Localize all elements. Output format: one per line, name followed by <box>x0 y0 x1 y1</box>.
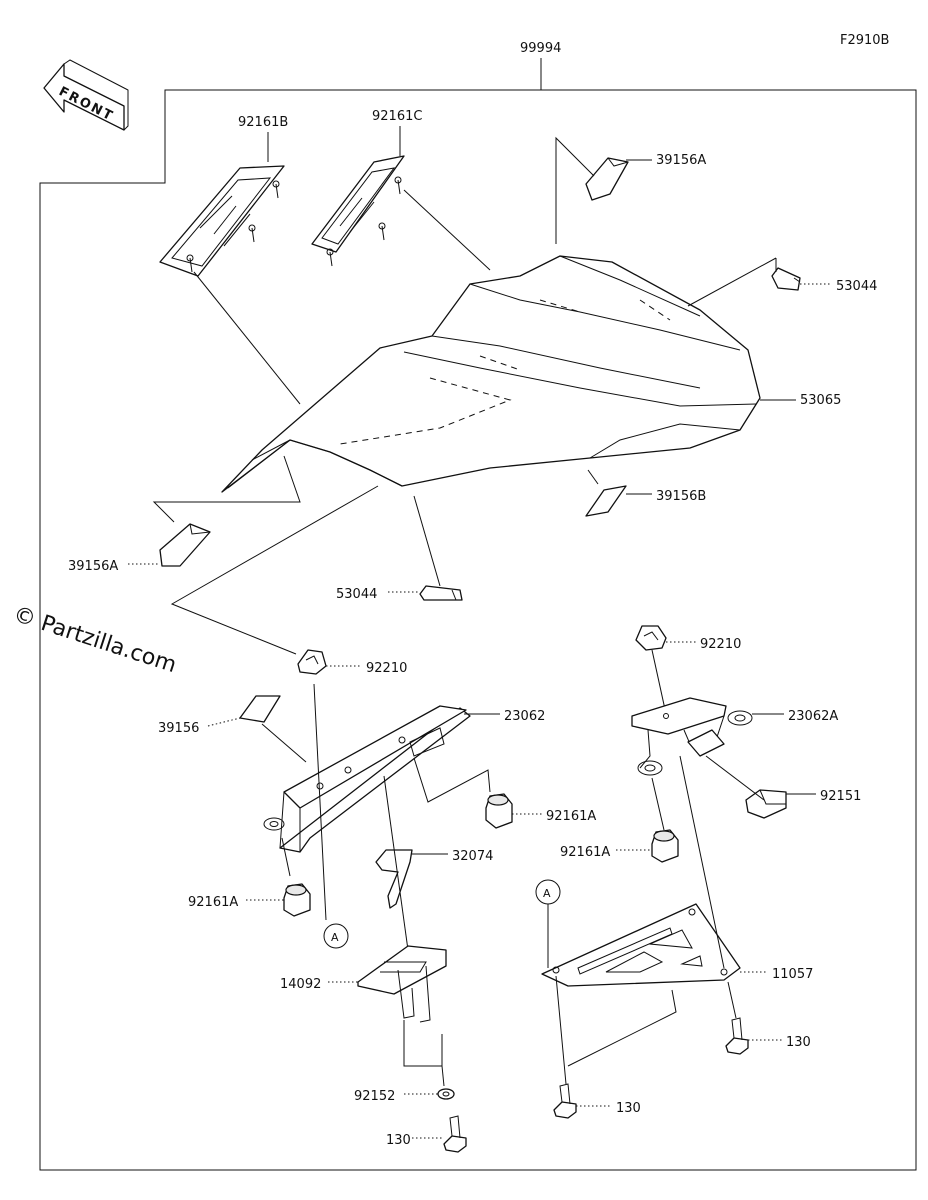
part-label-92151: 92151 <box>820 789 861 804</box>
part-label-92161a-mid: 92161A <box>546 809 596 824</box>
bracket-14092 <box>357 945 447 1023</box>
leader-39156 <box>207 717 241 727</box>
part-label-14092: 14092 <box>280 977 321 992</box>
part-label-130-bottom: 130 <box>386 1133 411 1148</box>
part-label-92161b: 92161B <box>238 115 288 130</box>
leader-39156a-left-cowl <box>152 455 301 523</box>
leader-92161c-cowl <box>403 189 491 271</box>
part-label-39156b: 39156B <box>656 489 706 504</box>
part-label-92152: 92152 <box>354 1089 395 1104</box>
pad-92151 <box>745 789 787 819</box>
part-label-39156a-left: 39156A <box>68 559 118 574</box>
bracket-23062 <box>263 705 471 853</box>
reference-marker-left-circle <box>323 923 349 949</box>
plate-11057 <box>541 903 741 987</box>
part-label-23062a: 23062A <box>788 709 838 724</box>
part-label-39156: 39156 <box>158 721 199 736</box>
part-label-53044-bottom: 53044 <box>336 587 377 602</box>
bolt-130-right <box>725 1017 749 1055</box>
part-label-32074: 32074 <box>452 849 493 864</box>
reference-marker-right: A <box>543 887 551 900</box>
watermark: © Partzilla.com <box>10 602 179 678</box>
part-label-11057: 11057 <box>772 967 813 982</box>
diagram-code: F2910B <box>840 33 889 48</box>
clip-53044-right <box>771 267 801 291</box>
leader-53044-bottom-cowl <box>413 495 441 587</box>
part-label-92210-left: 92210 <box>366 661 407 676</box>
bracket-92161c <box>311 155 405 267</box>
pad-39156 <box>239 695 281 723</box>
part-label-92161c: 92161C <box>372 109 422 124</box>
part-label-39156a-top: 39156A <box>656 153 706 168</box>
pad-39156a-top <box>585 157 629 201</box>
grommet-92161a-right <box>651 829 679 863</box>
kit-number-label: 99994 <box>520 41 561 56</box>
bracket-23062a <box>631 697 753 776</box>
part-label-130-mid: 130 <box>616 1101 641 1116</box>
leader-92210-cowl <box>170 485 379 655</box>
nut-92210-right <box>635 625 667 651</box>
seat-cowl-53065 <box>221 255 761 493</box>
part-label-92161a-right: 92161A <box>560 845 610 860</box>
part-label-92161a-left: 92161A <box>188 895 238 910</box>
leader-92161b-cowl <box>193 271 301 405</box>
washer-92152 <box>437 1088 455 1100</box>
part-label-92210-right: 92210 <box>700 637 741 652</box>
reference-marker-left: A <box>331 931 339 944</box>
part-label-53044-right: 53044 <box>836 279 877 294</box>
bolt-130-mid <box>553 1083 577 1119</box>
part-label-130-right: 130 <box>786 1035 811 1050</box>
part-label-23062: 23062 <box>504 709 545 724</box>
front-arrow-icon: FRONT <box>43 59 129 131</box>
pad-39156a-left <box>159 523 211 567</box>
leader-39156a-cowl <box>555 136 595 244</box>
clip-53044-bottom <box>419 585 463 601</box>
grommet-92161a-left <box>283 883 311 917</box>
leader-53044-cowl <box>687 257 777 307</box>
part-label-53065: 53065 <box>800 393 841 408</box>
bolt-130-bottom <box>443 1115 467 1153</box>
grommet-92161a-mid <box>485 793 513 829</box>
stay-32074 <box>375 849 413 909</box>
pad-39156b <box>585 485 627 517</box>
kit-frame <box>39 89 917 1171</box>
bracket-92161b <box>159 165 285 277</box>
nut-92210-left <box>297 649 327 675</box>
